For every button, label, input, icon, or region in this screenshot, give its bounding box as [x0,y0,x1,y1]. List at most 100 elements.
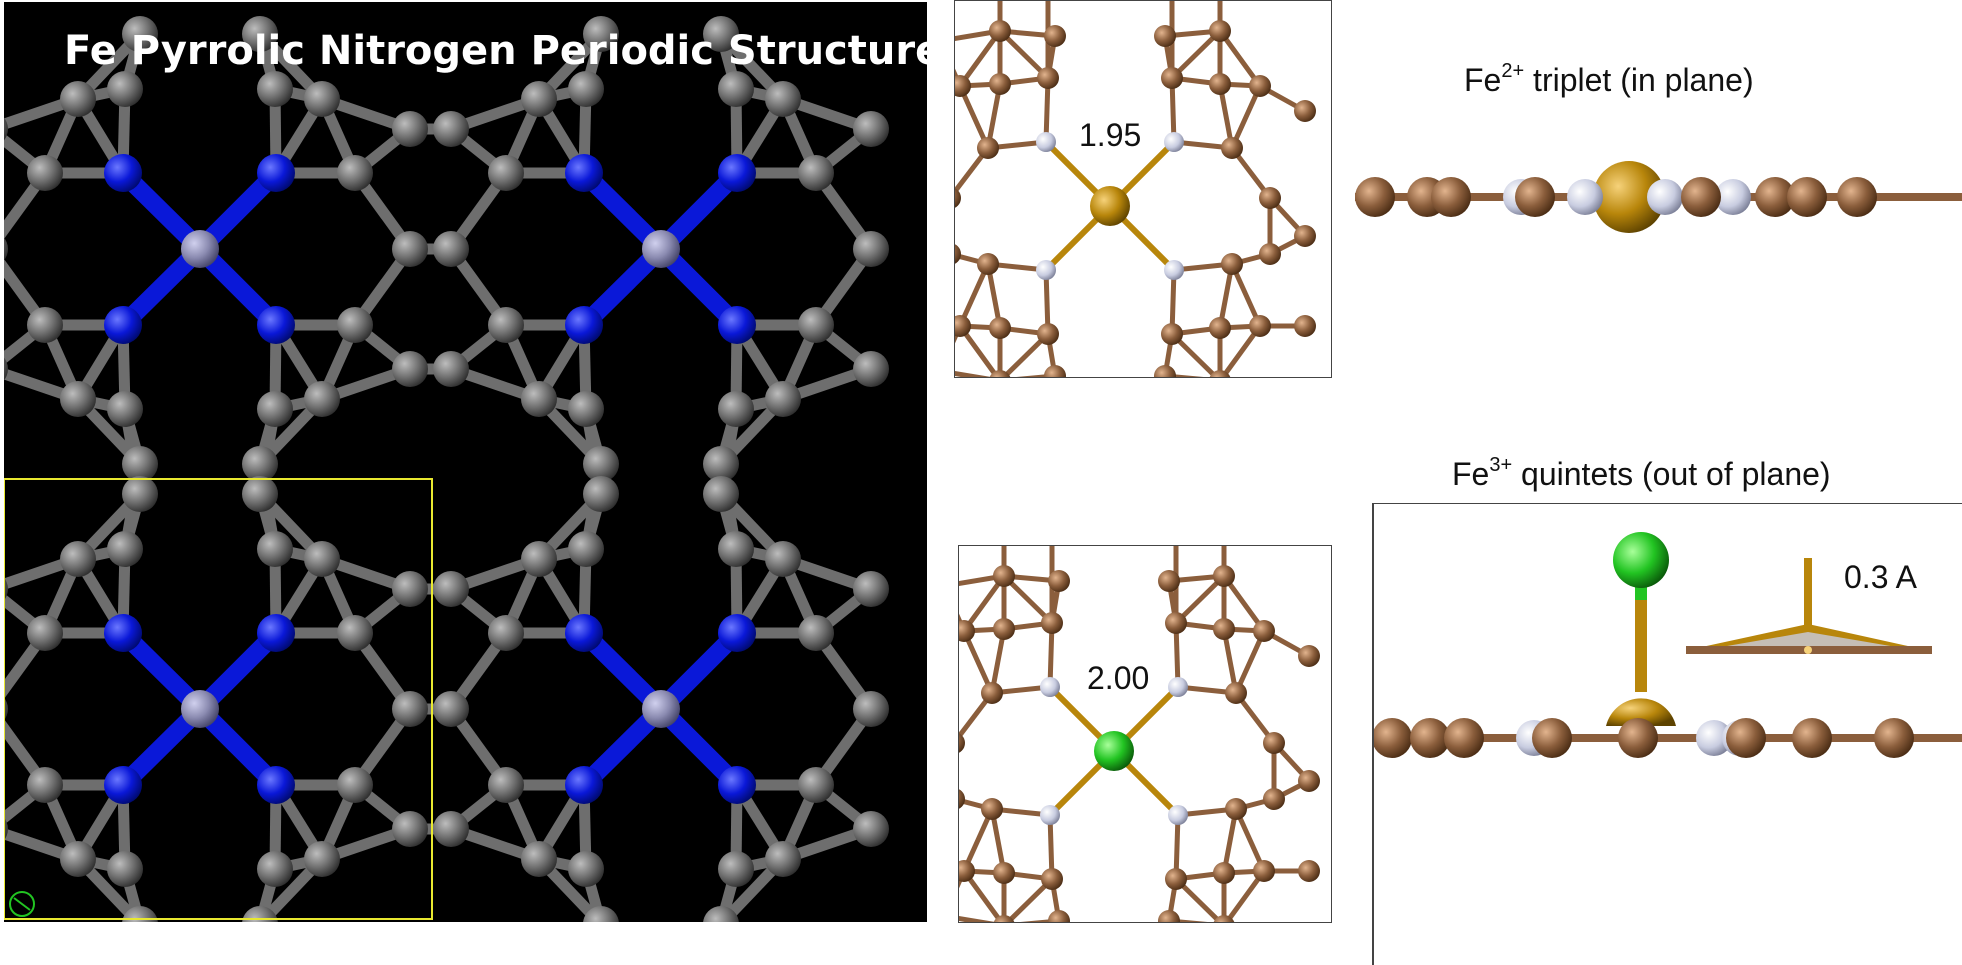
carbon-atom [1161,323,1183,345]
c-c-bond [961,629,995,695]
c-c-bond [998,29,1050,80]
carbon-atom [392,571,428,607]
carbon-atom [1221,253,1243,275]
carbon-atom [107,851,143,887]
nitrogen-atom [104,766,142,804]
carbon-atom [107,71,143,107]
nitrogen-atom [1040,805,1060,825]
nitrogen-atom [1715,179,1751,215]
carbon-atom [27,767,63,803]
fe-atom [1606,698,1676,726]
carbon-atom [1221,137,1243,159]
carbon-atom [718,851,754,887]
nitrogen-atom [257,154,295,192]
carbon-atom [583,16,619,52]
carbon-atom [1161,67,1183,89]
fe2-triplet-title: Fe2+ triplet (in plane) [1464,60,1754,98]
carbon-atom [853,691,889,727]
c-c-bond [1229,84,1263,150]
carbon-atom [1431,177,1471,217]
carbon-atom [433,571,469,607]
carbon-atom [433,231,469,267]
fe3-top-view[interactable] [959,546,1331,922]
nitrogen-atom [718,154,756,192]
carbon-atom [798,307,834,343]
carbon-atom [1041,612,1063,634]
nitrogen-atom [1036,260,1056,280]
carbon-atom [703,476,739,512]
carbon-atom [257,531,293,567]
carbon-atom [1263,732,1285,754]
nitrogen-atom [1040,677,1060,697]
carbon-atom [1165,612,1187,634]
carbon-atom [1158,570,1180,592]
carbon-atom [1165,868,1187,890]
carbon-atom [337,155,373,191]
fe-atom [642,690,680,728]
carbon-atom [1263,788,1285,810]
carbon-atom [1792,718,1832,758]
axis-gizmo-icon [9,891,35,917]
chlorine-atom [1094,731,1134,771]
carbon-atom [122,476,158,512]
carbon-atom [977,253,999,275]
fe2-top-view[interactable] [955,1,1331,377]
nitrogen-atom [718,306,756,344]
fe-n-bond-length-label: 2.00 [1087,660,1150,696]
fe-displacement-label: 0.3 A [1844,559,1917,595]
carbon-atom [1048,910,1070,922]
nitrogen-atom [565,154,603,192]
carbon-atom [568,531,604,567]
carbon-atom [959,620,975,642]
carbon-atom [1355,177,1395,217]
carbon-atom [1874,718,1914,758]
carbon-atom [1787,177,1827,217]
nitrogen-atom [1567,179,1603,215]
nitrogen-atom [718,766,756,804]
carbon-atom [955,315,971,337]
carbon-atom [433,691,469,727]
nitrogen-atom [257,614,295,652]
carbon-atom [1041,868,1063,890]
carbon-atom [993,565,1015,587]
carbon-atom [1681,177,1721,217]
carbon-atom [521,381,557,417]
carbon-atom [107,391,143,427]
fe-atom [1090,186,1130,226]
carbon-atom [1532,718,1572,758]
c-c-bond [957,84,991,150]
carbon-atom [1209,317,1231,339]
nitrogen-atom [104,154,142,192]
nitrogen-atom [565,766,603,804]
c-c-bond [1174,574,1226,625]
carbon-atom [1294,315,1316,337]
nitrogen-atom [1036,132,1056,152]
carbon-plane-bond [1374,734,1962,742]
c-c-bond [955,370,992,377]
carbon-atom [27,615,63,651]
carbon-atom [1225,682,1247,704]
carbon-atom [60,81,96,117]
carbon-atom [1410,718,1450,758]
carbon-atom [304,541,340,577]
carbon-atom [1044,25,1066,47]
nitrogen-atom [104,306,142,344]
carbon-atom [107,531,143,567]
carbon-atom [242,476,278,512]
nitrogen-atom [718,614,756,652]
c-c-bond [1000,332,1050,377]
fe3-side-view[interactable] [1374,504,1962,965]
periodic-structure-title: Fe Pyrrolic Nitrogen Periodic Structure [64,28,927,74]
carbon-atom [1726,718,1766,758]
c-c-bond [1170,332,1220,377]
nitrogen-atom [565,306,603,344]
c-c-bond [1217,29,1263,88]
carbon-atom [959,860,975,882]
c-c-bond [1002,574,1054,625]
carbon-atom [392,351,428,387]
periodic-structure-view[interactable] [4,2,927,922]
c-c-bond [1174,877,1224,922]
carbon-atom [955,75,971,97]
fe2-side-view[interactable] [1355,160,1962,240]
nitrogen-atom [1164,132,1184,152]
